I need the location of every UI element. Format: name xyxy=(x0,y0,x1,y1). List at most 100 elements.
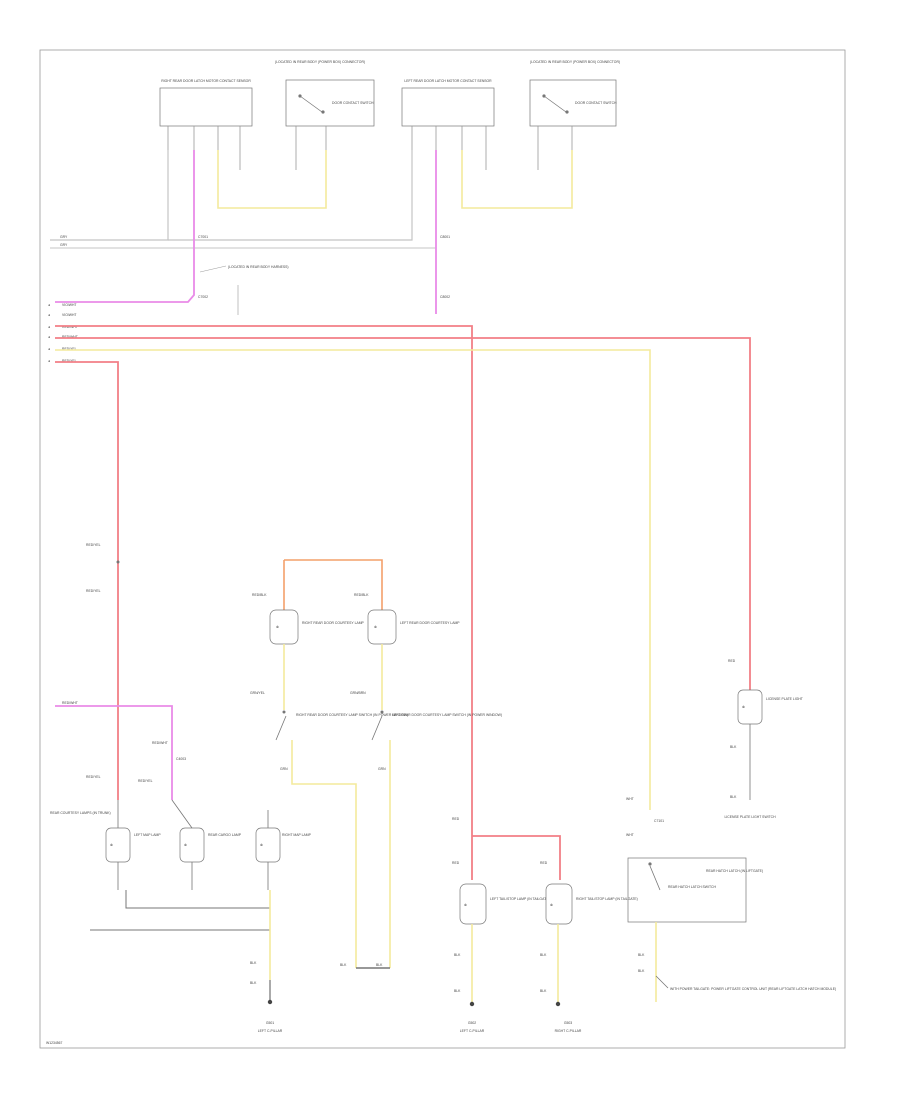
wire-blk4: BLK xyxy=(540,953,547,957)
rear-switch-label: REAR HATCH LATCH SWITCH xyxy=(668,885,716,889)
lamp-icon-r: ⊗ xyxy=(276,625,279,629)
bus-wire-label-1: VIO/WHT xyxy=(62,313,77,317)
lamp-icon-l: ⊗ xyxy=(374,625,377,629)
gray-wire-2 xyxy=(168,150,413,241)
bus-wire-label-2: RED/WHT xyxy=(62,325,78,329)
wire-red-mid2: RED xyxy=(452,861,460,865)
left-door-contact-switch-box xyxy=(529,79,617,127)
wire-wht: WHT xyxy=(626,797,634,801)
ground-g503 xyxy=(555,1001,561,1007)
svg-text:◂: ◂ xyxy=(48,347,50,351)
right-tail-lamp-icon: ⊗ xyxy=(550,903,553,907)
wire-blk5: BLK xyxy=(730,745,737,749)
bus-wire-label-3: RED/WHT xyxy=(62,335,78,339)
wire-redyel-b: RED/YEL xyxy=(86,589,101,593)
left-switch-yellow-loop xyxy=(461,150,573,209)
left-sensor-note: (LOCATED IN REAR BODY (POWER BOX) CONNEC… xyxy=(530,60,620,64)
pink-spur xyxy=(55,705,173,800)
wire-redyel-c: RED/YEL xyxy=(138,779,153,783)
bus-wire-label-4: RED/YEL xyxy=(62,347,77,351)
gnd3-label: G503 xyxy=(564,1021,572,1025)
left-tail-lamp xyxy=(459,883,487,925)
right-map-lamp-label: RIGHT MAP LAMP xyxy=(282,833,312,837)
wire-blk-junction2: BLK xyxy=(376,963,383,967)
pink-wire xyxy=(55,150,195,303)
conn-c8-1: C8001 xyxy=(440,235,450,239)
conn-c7-2: C7002 xyxy=(198,295,208,299)
right-tail-lamp xyxy=(545,883,573,925)
right-sensor-note: (LOCATED IN REAR BODY (POWER BOX) CONNEC… xyxy=(275,60,365,64)
wire-redyel-d: RED/YEL xyxy=(86,775,101,779)
conn-c8-2: C8002 xyxy=(440,295,450,299)
red-wire-tail xyxy=(472,835,561,880)
wire-wht2: WHT xyxy=(626,833,634,837)
license-lamp-label: LICENSE PLATE LIGHT xyxy=(766,697,803,701)
svg-text:◂: ◂ xyxy=(48,335,50,339)
wire-red-r-tail: RED xyxy=(540,861,548,865)
left-map-lamp-icon: ⊗ xyxy=(110,843,113,847)
figure-id: W1234567 xyxy=(46,1041,63,1045)
gnd2-loc: LEFT C-PILLAR xyxy=(460,1029,485,1033)
license-switch-label: LICENSE PLATE LIGHT SWITCH xyxy=(724,815,776,819)
wire-redblk-1: RED/BLK xyxy=(252,593,267,597)
red-wire-map xyxy=(55,361,119,800)
left-sensor-label: LEFT REAR DOOR LATCH MOTOR CONTACT SENSO… xyxy=(404,79,492,83)
right-rear-latch-sensor-box xyxy=(159,87,253,127)
wire-blk6: BLK xyxy=(730,795,737,799)
left-lamp-label: LEFT REAR DOOR COURTESY LAMP xyxy=(400,621,460,625)
gnd2-label: G502 xyxy=(468,1021,476,1025)
bus-wire-label-5: RED/YEL xyxy=(62,359,77,363)
ground-g501 xyxy=(267,999,273,1005)
bottom-note: WITH POWER TAILGATE: POWER LIFTGATE CONT… xyxy=(670,987,836,991)
wire-red-mid: RED xyxy=(452,817,460,821)
svg-text:◂: ◂ xyxy=(48,303,50,307)
svg-text:◂: ◂ xyxy=(48,313,50,317)
left-tail-lamp-label: LEFT TAIL/STOP LAMP (IN TAILGATE) xyxy=(490,897,550,901)
bus-wire-label-0: VIO/WHT xyxy=(62,303,77,307)
right-map-lamp-icon: ⊗ xyxy=(260,843,263,847)
bus-arrows: ◂ ◂ ◂ ◂ ◂ ◂ xyxy=(48,303,50,363)
wire-redyel-a: RED/YEL xyxy=(86,543,101,547)
wire-blk7: BLK xyxy=(638,953,645,957)
svg-text:◂: ◂ xyxy=(48,325,50,329)
wire-redblk-2: RED/BLK xyxy=(354,593,369,597)
orange-wire xyxy=(284,559,383,610)
ground-g502 xyxy=(469,1001,475,1007)
gnd1-loc: LEFT C-PILLAR xyxy=(258,1029,283,1033)
left-door-switch-label: LEFT REAR DOOR COURTESY LAMP SWITCH (IN … xyxy=(392,713,502,717)
wire-gray1-label: GRY xyxy=(60,235,68,239)
right-door-switch-label: RIGHT REAR DOOR COURTESY LAMP SWITCH (IN… xyxy=(296,713,408,717)
left-tail-lamp-icon: ⊗ xyxy=(464,903,467,907)
right-rear-courtesy-lamp xyxy=(269,609,299,645)
wire-blk-b: BLK xyxy=(250,981,257,985)
wire-gray2-label: GRY xyxy=(60,243,68,247)
wire-red-r: RED xyxy=(728,659,736,663)
wire-blk3b: BLK xyxy=(454,989,461,993)
yellow-wire-latch xyxy=(55,349,651,810)
wire-mid2: GRN xyxy=(378,767,386,771)
diagram-frame xyxy=(39,49,846,1049)
wire-redwht-label: RED/WHT xyxy=(62,701,78,705)
gnd1-label: G501 xyxy=(266,1021,274,1025)
svg-text:◂: ◂ xyxy=(48,359,50,363)
wire-blk3: BLK xyxy=(454,953,461,957)
wire-blk4b: BLK xyxy=(540,989,547,993)
wire-blk-junction: BLK xyxy=(340,963,347,967)
gnd3-loc: RIGHT C-PILLAR xyxy=(555,1029,582,1033)
wire-blk-a: BLK xyxy=(250,961,257,965)
right-sensor-label: RIGHT REAR DOOR LATCH MOTOR CONTACT SENS… xyxy=(161,79,251,83)
red-wire-trunk-1 xyxy=(55,325,473,836)
rear-cargo-lamp-icon: ⊗ xyxy=(184,843,187,847)
rear-cargo-lamp-label: REAR CARGO LAMP xyxy=(208,833,242,837)
right-lamp-label: RIGHT REAR DOOR COURTESY LAMP xyxy=(302,621,365,625)
wire-blk8: BLK xyxy=(638,969,645,973)
right-switch-label: DOOR CONTACT SWITCH xyxy=(332,101,374,105)
yellow-wire-r2 xyxy=(291,740,357,968)
latch-box-label: REAR HATCH LATCH (IN LIFTGATE) xyxy=(706,869,763,873)
left-rear-latch-sensor-box xyxy=(401,87,495,127)
conn-c7-1: C7001 xyxy=(198,235,208,239)
wire-grn2: GRN/BRN xyxy=(350,691,366,695)
left-map-lamp-label: LEFT MAP LAMP xyxy=(134,833,161,837)
license-lamp-icon: ⊗ xyxy=(742,705,745,709)
left-rear-courtesy-lamp xyxy=(367,609,397,645)
